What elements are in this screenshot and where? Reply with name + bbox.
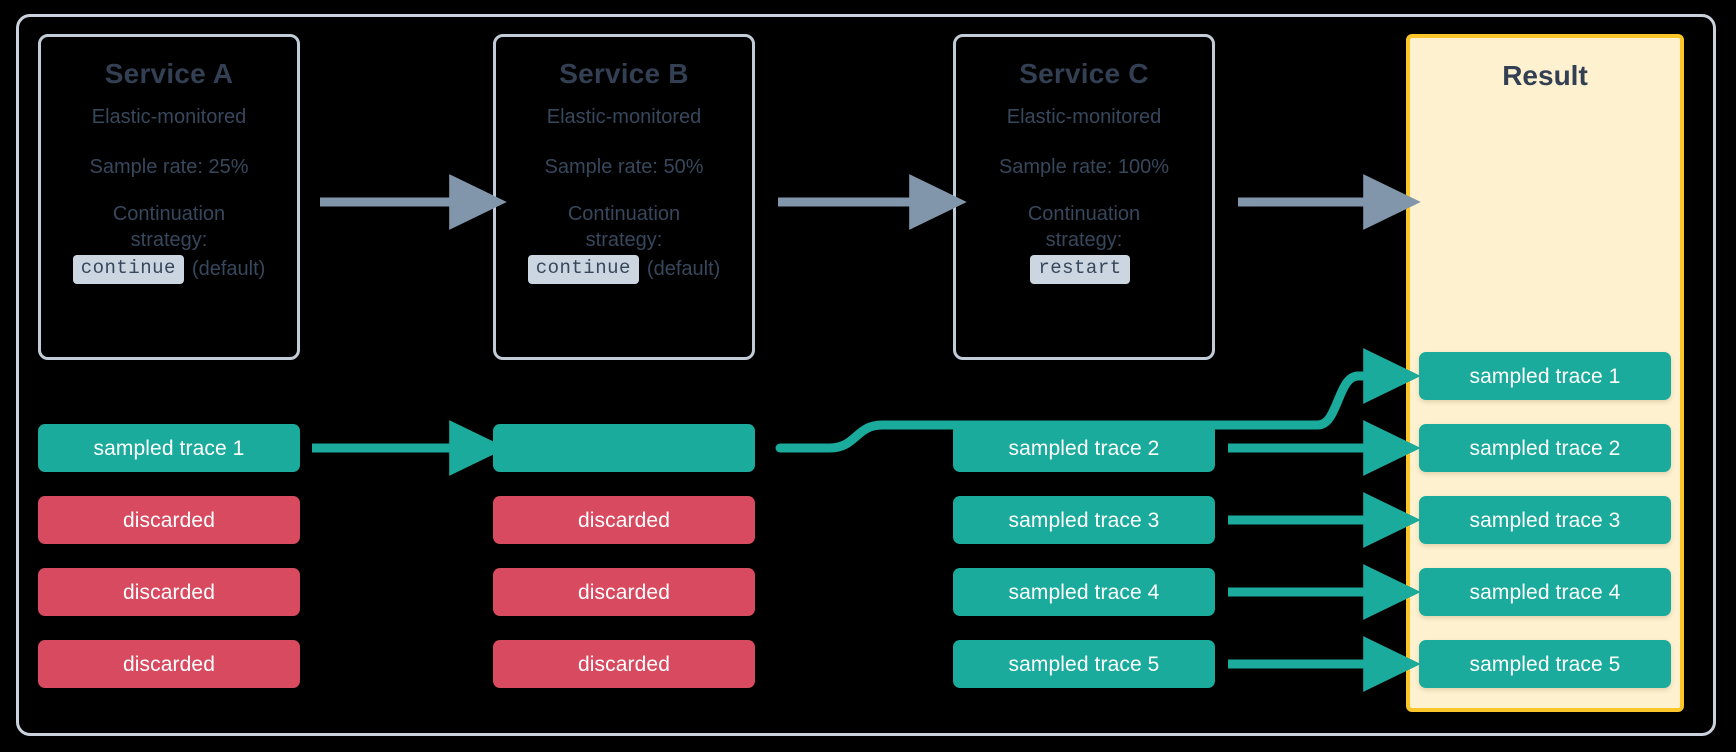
result-title: Result: [1502, 60, 1588, 91]
service-c-sample-rate: Sample rate: 100%: [998, 156, 1170, 179]
trace-pill-a-2[interactable]: discarded: [38, 496, 300, 544]
trace-pill-result-5[interactable]: sampled trace 5: [1419, 640, 1671, 688]
trace-pill-result-1[interactable]: sampled trace 1: [1419, 352, 1671, 400]
service-card-a: Service A Elastic-monitored Sample rate:…: [38, 34, 300, 360]
service-c-monitored: Elastic-monitored: [1006, 105, 1162, 128]
trace-pill-b-3[interactable]: discarded: [493, 568, 755, 616]
service-c-title: Service C: [1019, 58, 1149, 89]
service-c-strategy-label: Continuation strategy:: [1027, 202, 1141, 251]
trace-pill-b-4[interactable]: discarded: [493, 640, 755, 688]
trace-pill-a-1[interactable]: sampled trace 1: [38, 424, 300, 472]
service-b-sample-rate: Sample rate: 50%: [544, 156, 704, 179]
trace-pill-a-4[interactable]: discarded: [38, 640, 300, 688]
service-a-strategy-label: Continuation strategy:: [112, 202, 226, 251]
service-b-title: Service B: [559, 58, 689, 89]
service-c-strategy-value: restart: [1030, 255, 1130, 285]
service-b-monitored: Elastic-monitored: [546, 105, 702, 128]
trace-pill-c-4[interactable]: sampled trace 5: [953, 640, 1215, 688]
trace-pill-result-4[interactable]: sampled trace 4: [1419, 568, 1671, 616]
service-b-strategy-note: (default): [646, 258, 721, 281]
service-b-strategy-row: continue (default): [496, 255, 752, 285]
service-card-c: Service C Elastic-monitored Sample rate:…: [953, 34, 1215, 360]
service-a-strategy-note: (default): [191, 258, 266, 281]
service-a-strategy-value: continue: [72, 255, 184, 285]
service-a-title: Service A: [104, 58, 234, 89]
service-card-b: Service B Elastic-monitored Sample rate:…: [493, 34, 755, 360]
service-a-sample-rate: Sample rate: 25%: [89, 156, 249, 179]
service-b-strategy-value: continue: [527, 255, 639, 285]
service-a-strategy-row: continue (default): [41, 255, 297, 285]
trace-pill-c-2[interactable]: sampled trace 3: [953, 496, 1215, 544]
diagram-outer-frame: [16, 14, 1716, 736]
trace-pill-a-3[interactable]: discarded: [38, 568, 300, 616]
trace-pill-b-1[interactable]: [493, 424, 755, 472]
trace-pill-b-2[interactable]: discarded: [493, 496, 755, 544]
trace-pill-result-2[interactable]: sampled trace 2: [1419, 424, 1671, 472]
trace-pill-c-3[interactable]: sampled trace 4: [953, 568, 1215, 616]
trace-pill-result-3[interactable]: sampled trace 3: [1419, 496, 1671, 544]
trace-pill-c-1[interactable]: sampled trace 2: [953, 424, 1215, 472]
service-c-strategy-row: restart: [956, 255, 1212, 285]
service-a-monitored: Elastic-monitored: [91, 105, 247, 128]
service-b-strategy-label: Continuation strategy:: [567, 202, 681, 251]
